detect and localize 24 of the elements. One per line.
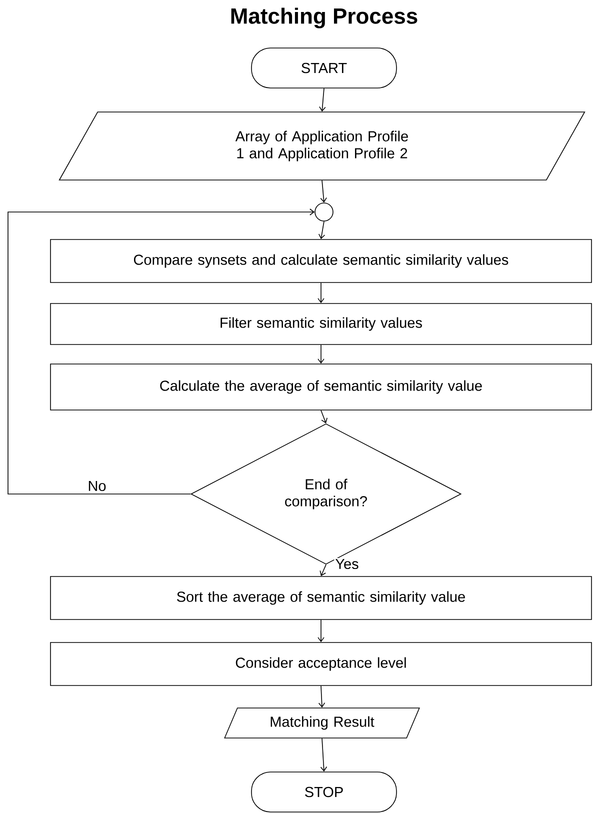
process-box: Compare synsets and calculate semantic similarity values bbox=[50, 239, 592, 283]
data-parallelogram: Matching Result bbox=[224, 708, 420, 738]
terminal-box: START bbox=[251, 48, 397, 88]
arrow bbox=[320, 564, 326, 576]
title: Matching Process bbox=[231, 8, 418, 28]
arrow bbox=[320, 180, 327, 203]
arrow bbox=[318, 282, 324, 304]
data-parallelogram: Array of Application Profile 1 and Application Profile 2 bbox=[58, 112, 586, 180]
terminal-box: STOP bbox=[251, 772, 397, 812]
process-box: Consider acceptance level bbox=[50, 642, 592, 686]
edge-label: No bbox=[88, 480, 106, 492]
arrow bbox=[318, 221, 326, 240]
arrow bbox=[320, 738, 328, 772]
arrow bbox=[318, 620, 324, 642]
arrow bbox=[320, 410, 328, 424]
arrow bbox=[319, 88, 326, 112]
process-box: Calculate the average of semantic similarity value bbox=[50, 364, 592, 410]
process-box: Filter semantic similarity values bbox=[50, 303, 592, 345]
arrow bbox=[8, 208, 315, 494]
process-box: Sort the average of semantic similarity value bbox=[50, 576, 592, 620]
arrow bbox=[318, 344, 324, 364]
arrow bbox=[318, 686, 326, 708]
edge-label: Yes bbox=[335, 558, 358, 570]
connector-circle bbox=[314, 202, 334, 222]
